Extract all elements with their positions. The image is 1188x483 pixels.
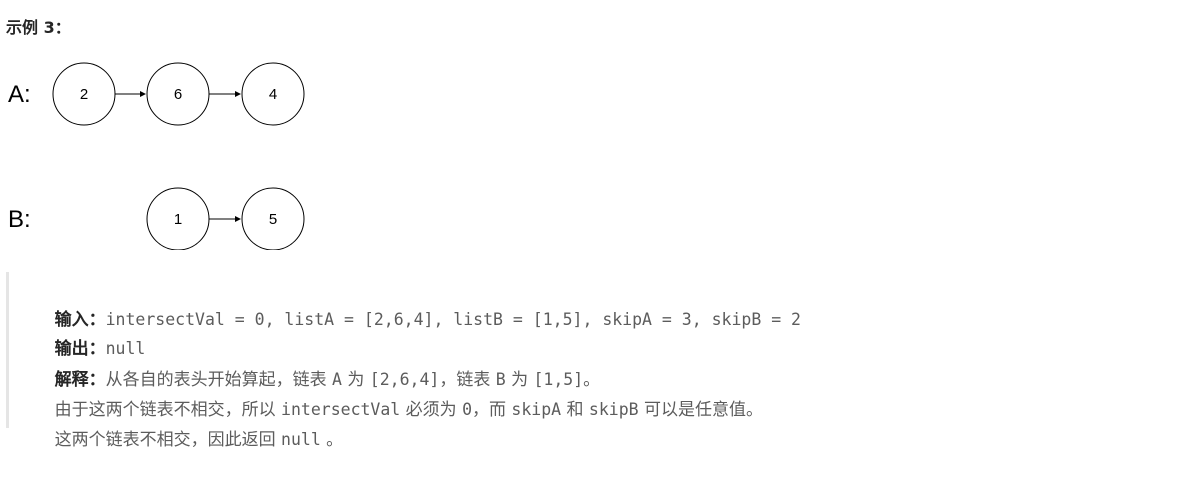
reason-text: 由于这两个链表不相交，所以 (54, 400, 282, 420)
output-label: 输出： (54, 339, 106, 359)
reason-text: 和 (561, 400, 589, 420)
reason-code: skipA (511, 400, 562, 419)
list-a-node-1-value: 2 (80, 86, 88, 103)
list-a-node-2-value: 6 (174, 86, 182, 103)
conclusion-code: null (281, 430, 321, 449)
list-a-node-1: 2 (52, 62, 116, 126)
list-b-node-1: 1 (146, 187, 210, 250)
output-line: 输出：null (33, 307, 146, 391)
explanation-line: 解释：从各自的表头开始算起，链表 A 为 [2,6,4]，链表 B 为 [1,5… (33, 338, 601, 422)
list-b-node-2-value: 5 (269, 211, 277, 228)
input-line: 输入：intersectVal = 0, listA = [2,6,4], li… (33, 278, 801, 362)
explain-code: [2,6,4] (369, 370, 440, 389)
conclusion-text: 。 (320, 430, 344, 450)
explain-code: [1,5] (533, 370, 584, 389)
list-a-node-3: 4 (241, 62, 305, 126)
explain-text: ，链表 (439, 370, 496, 390)
reason-code: skipB (588, 400, 639, 419)
reason-code: 0 (462, 400, 472, 419)
explain-text: 为 (505, 370, 534, 390)
reason-text: 必须为 (400, 400, 463, 420)
list-b-node-2: 5 (241, 187, 305, 250)
input-label: 输入： (54, 310, 106, 330)
explain-text: 。 (583, 370, 601, 390)
reason-code: intersectVal (281, 400, 401, 419)
list-a-label: A: (8, 81, 31, 108)
example-title: 示例 3： (6, 18, 71, 37)
linked-list-diagram: A: B: 2 6 4 1 5 (8, 62, 305, 250)
list-b-node-1-value: 1 (174, 211, 182, 228)
reason-line: 由于这两个链表不相交，所以 intersectVal 必须为 0，而 skipA… (33, 368, 763, 452)
list-a-node-3-value: 4 (269, 86, 277, 103)
reason-text: ，而 (472, 400, 512, 420)
explanation-block: 输入：intersectVal = 0, listA = [2,6,4], li… (6, 272, 1109, 450)
reason-text: 可以是任意值。 (638, 400, 763, 420)
explain-label: 解释： (54, 370, 106, 390)
explain-code: A (332, 370, 342, 389)
output-value: null (105, 339, 146, 358)
conclusion-text: 这两个链表不相交，因此返回 (54, 430, 282, 450)
conclusion-line: 这两个链表不相交，因此返回 null 。 (33, 398, 344, 482)
list-a-node-2: 6 (146, 62, 210, 126)
input-value: intersectVal = 0, listA = [2,6,4], listB… (105, 310, 801, 329)
explain-code: B (495, 370, 506, 389)
explain-text: 为 (341, 370, 370, 390)
list-b-label: B: (8, 206, 31, 233)
explain-text: 从各自的表头开始算起，链表 (105, 370, 333, 390)
